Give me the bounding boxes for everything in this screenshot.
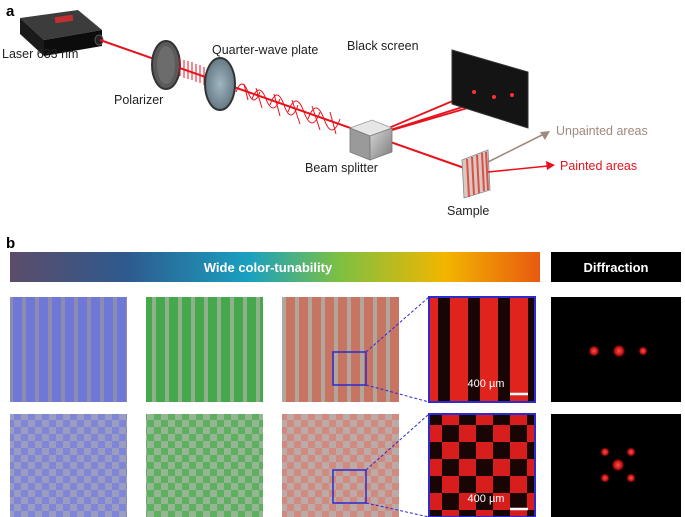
- color-gradient-bar: [10, 252, 540, 282]
- diffraction-spot: [600, 447, 610, 457]
- beam-splitter-label: Beam splitter: [305, 161, 378, 175]
- scale-label-1: 400 µm: [468, 378, 505, 390]
- zoom-region-1: [332, 351, 367, 386]
- tile-red-checker: [282, 414, 399, 517]
- laser-device: [20, 10, 104, 56]
- unpainted-arrow: [487, 131, 550, 163]
- quarter-wave-plate: [204, 57, 236, 111]
- scale-label-2: 400 µm: [468, 493, 505, 505]
- qwp-label: Quarter-wave plate: [212, 43, 318, 57]
- unpainted-label: Unpainted areas: [556, 124, 648, 138]
- panel-b-letter: b: [6, 235, 15, 252]
- gradient-label: Wide color-tunability: [204, 260, 333, 275]
- tile-green-stripes: [146, 297, 263, 402]
- diffraction-spot: [611, 458, 625, 472]
- diffraction-label: Diffraction: [584, 260, 649, 275]
- zoom-region-2: [332, 469, 367, 504]
- diffraction-spot: [612, 344, 626, 358]
- circular-polarization-wave: [235, 83, 341, 135]
- tile-green-checker: [146, 414, 263, 517]
- polarizer-label: Polarizer: [114, 93, 163, 107]
- diffraction-spot: [600, 473, 610, 483]
- black-screen-label: Black screen: [347, 39, 419, 53]
- diffraction-spot: [626, 473, 636, 483]
- sample-label: Sample: [447, 204, 489, 218]
- diffraction-spot: [588, 345, 600, 357]
- black-screen: [451, 49, 529, 129]
- panel-a-letter: a: [6, 3, 15, 20]
- sample: [461, 149, 491, 199]
- polarizer: [151, 40, 181, 90]
- painted-arrow: [487, 161, 555, 173]
- painted-label: Painted areas: [560, 159, 637, 173]
- diffraction-spot: [638, 346, 648, 356]
- zoom-inset-stripes: [428, 296, 536, 403]
- zoom-inset-checker: [428, 413, 536, 517]
- tile-blue-stripes: [10, 297, 127, 402]
- beam-splitter: [348, 119, 394, 161]
- diffraction-spot: [626, 447, 636, 457]
- tile-blue-checker: [10, 414, 127, 517]
- diffraction-header: [551, 252, 681, 282]
- tile-red-stripes: [282, 297, 399, 402]
- laser-label: Laser 633 nm: [2, 47, 78, 61]
- zoom-connectors: [365, 296, 430, 517]
